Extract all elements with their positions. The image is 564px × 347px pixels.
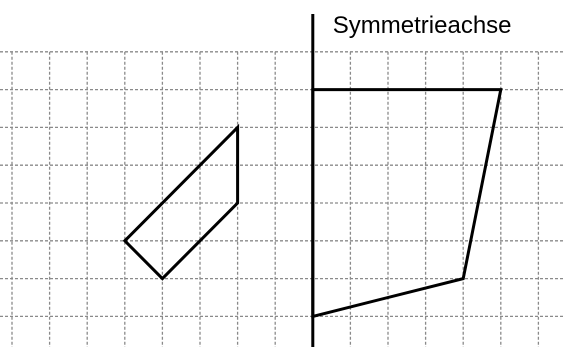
symmetry-axis-label: Symmetrieachse (333, 12, 512, 39)
left-quadrilateral (122, 123, 240, 281)
